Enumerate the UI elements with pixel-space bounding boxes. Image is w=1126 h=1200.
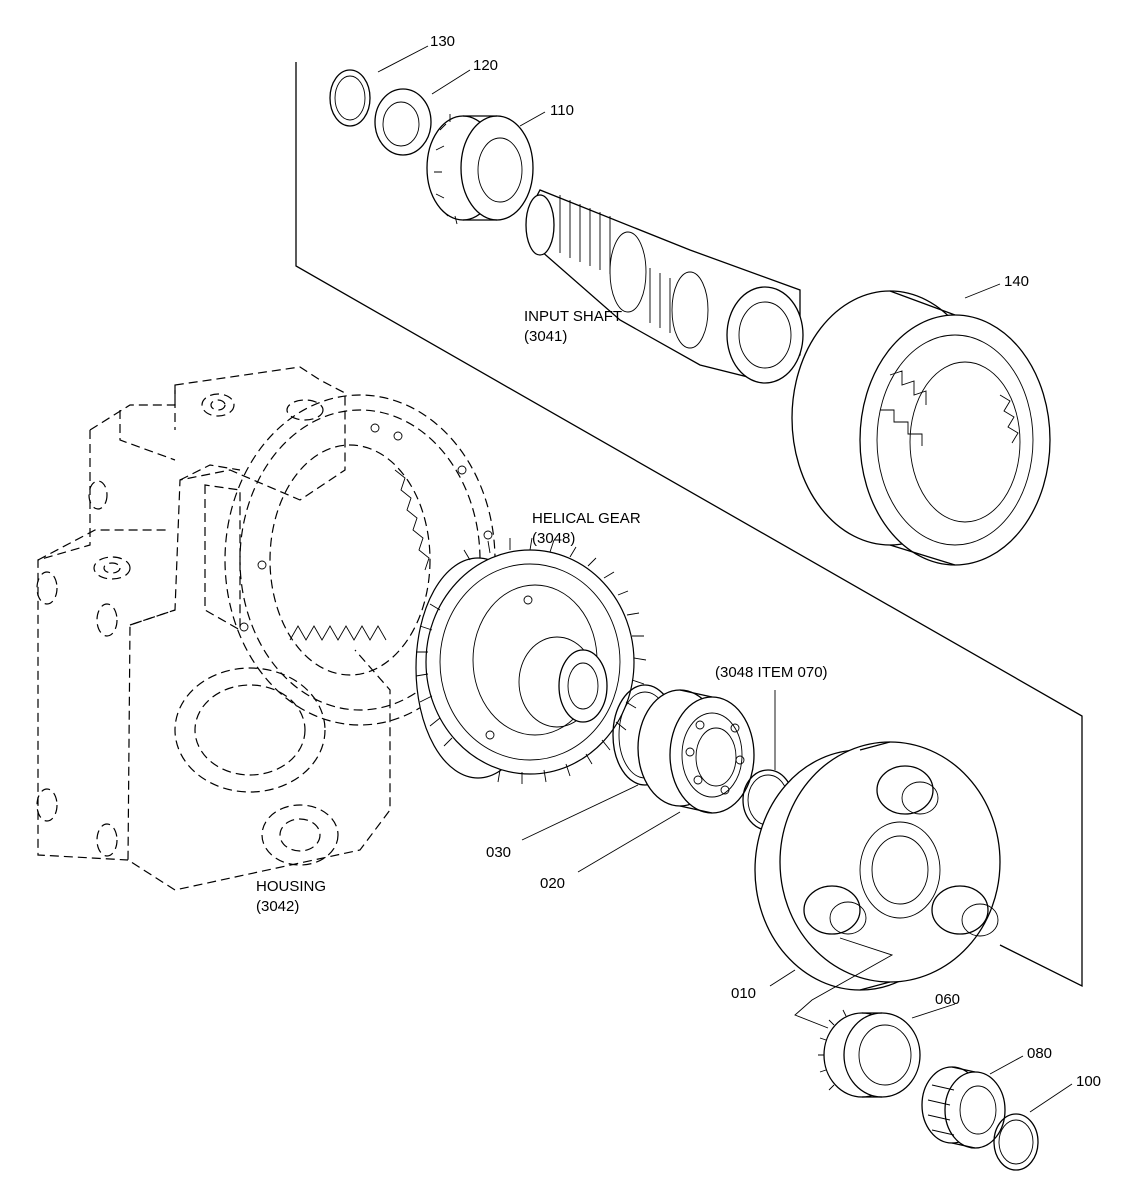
callout-120: 120 bbox=[473, 57, 498, 74]
callout-110: 110 bbox=[550, 102, 574, 119]
housing-label: HOUSING bbox=[256, 878, 326, 895]
part-140-ring-gear bbox=[791, 290, 1051, 566]
assembly-bracket-outline bbox=[295, 62, 1083, 988]
part-010-planet-carrier bbox=[754, 741, 1001, 991]
part-080-needle-bearing bbox=[921, 1066, 1006, 1149]
leader-lines bbox=[377, 45, 1073, 1113]
callout-labels: 130 120 110 140 030 020 010 060 080 100 bbox=[430, 33, 1101, 1090]
callout-130: 130 bbox=[430, 33, 455, 50]
input-shaft-ref: (3041) bbox=[524, 328, 567, 345]
part-100-snap-ring bbox=[993, 1113, 1039, 1171]
helical-gear-ref: (3048) bbox=[532, 530, 575, 547]
callout-010: 010 bbox=[731, 985, 756, 1002]
part-060-planet-gear bbox=[818, 1009, 921, 1098]
callout-080: 080 bbox=[1027, 1045, 1052, 1062]
part-name-labels: INPUT SHAFT (3041) HELICAL GEAR (3048) H… bbox=[256, 308, 828, 915]
part-120-washer bbox=[374, 88, 432, 156]
helical-gear-3048 bbox=[415, 537, 647, 784]
callout-100: 100 bbox=[1076, 1073, 1101, 1090]
item-070-reference-note: (3048 ITEM 070) bbox=[715, 664, 828, 681]
helical-gear-label: HELICAL GEAR bbox=[532, 510, 641, 527]
callout-140: 140 bbox=[1004, 273, 1029, 290]
callout-060: 060 bbox=[935, 991, 960, 1008]
input-shaft-label: INPUT SHAFT bbox=[524, 308, 622, 325]
housing-3042 bbox=[36, 366, 391, 891]
callout-030: 030 bbox=[486, 844, 511, 861]
callout-020: 020 bbox=[540, 875, 565, 892]
housing-ref: (3042) bbox=[256, 898, 299, 915]
part-130-snap-ring bbox=[329, 69, 371, 127]
part-020-bearing bbox=[637, 689, 755, 814]
part-110-gear bbox=[426, 114, 534, 225]
input-shaft-3041 bbox=[525, 189, 804, 384]
